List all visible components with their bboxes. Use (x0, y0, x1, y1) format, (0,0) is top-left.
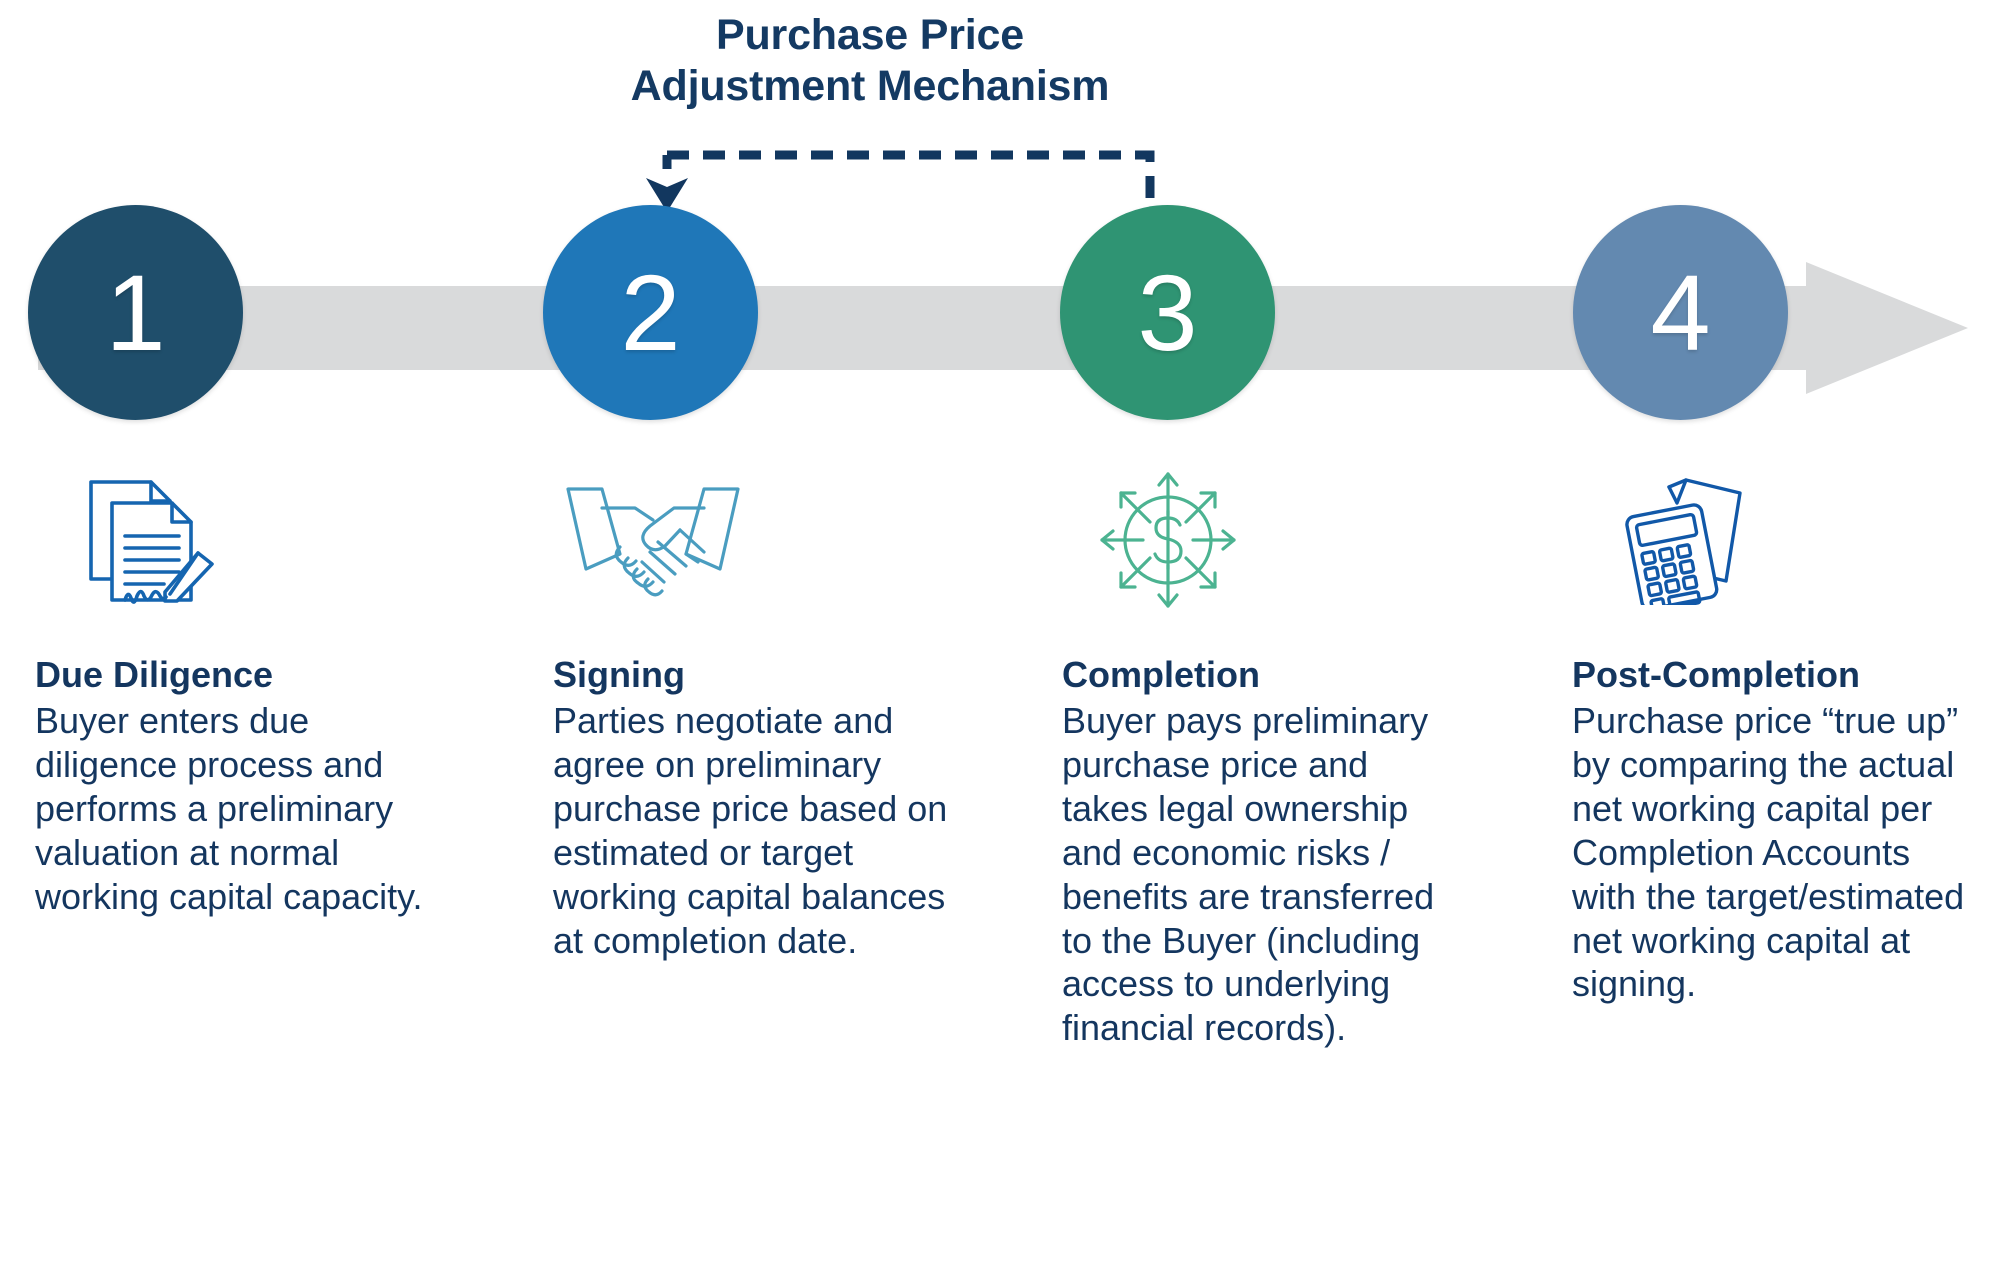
step-number-1: 1 (105, 251, 166, 373)
document-with-pen-icon (40, 470, 255, 610)
step-number-3: 3 (1137, 251, 1198, 373)
step-text-3: Completion Buyer pays preliminary purcha… (1062, 652, 1462, 1050)
step-text-1: Due Diligence Buyer enters due diligence… (35, 652, 435, 919)
handshake-icon (545, 470, 760, 610)
step-heading-1: Due Diligence (35, 654, 274, 695)
dashed-connector (646, 150, 1155, 216)
step-number-4: 4 (1650, 251, 1711, 373)
step-number-2: 2 (620, 251, 681, 373)
step-text-4: Post-Completion Purchase price “true up”… (1572, 652, 1972, 1006)
dollar-expand-arrows-icon (1060, 470, 1275, 610)
step-text-2: Signing Parties negotiate and agree on p… (553, 652, 953, 962)
step-heading-4: Post-Completion (1572, 654, 1860, 695)
page-title: Purchase Price Adjustment Mechanism (560, 10, 1180, 111)
timeline-arrow (38, 262, 1968, 394)
page-title-line-1: Purchase Price (716, 11, 1024, 59)
step-circle-2[interactable]: 2 (543, 205, 758, 420)
step-heading-2: Signing (553, 654, 685, 695)
step-body-4: Purchase price “true up” by comparing th… (1572, 700, 1965, 1005)
calculator-with-document-icon (1580, 470, 1795, 610)
step-body-3: Buyer pays preliminary purchase price an… (1062, 700, 1435, 1049)
step-body-2: Parties negotiate and agree on prelimina… (553, 700, 948, 961)
step-circle-1[interactable]: 1 (28, 205, 243, 420)
page-title-line-2: Adjustment Mechanism (630, 61, 1110, 110)
step-body-1: Buyer enters due diligence process and p… (35, 700, 423, 917)
step-circle-4[interactable]: 4 (1573, 205, 1788, 420)
step-circle-3[interactable]: 3 (1060, 205, 1275, 420)
step-heading-3: Completion (1062, 654, 1260, 695)
